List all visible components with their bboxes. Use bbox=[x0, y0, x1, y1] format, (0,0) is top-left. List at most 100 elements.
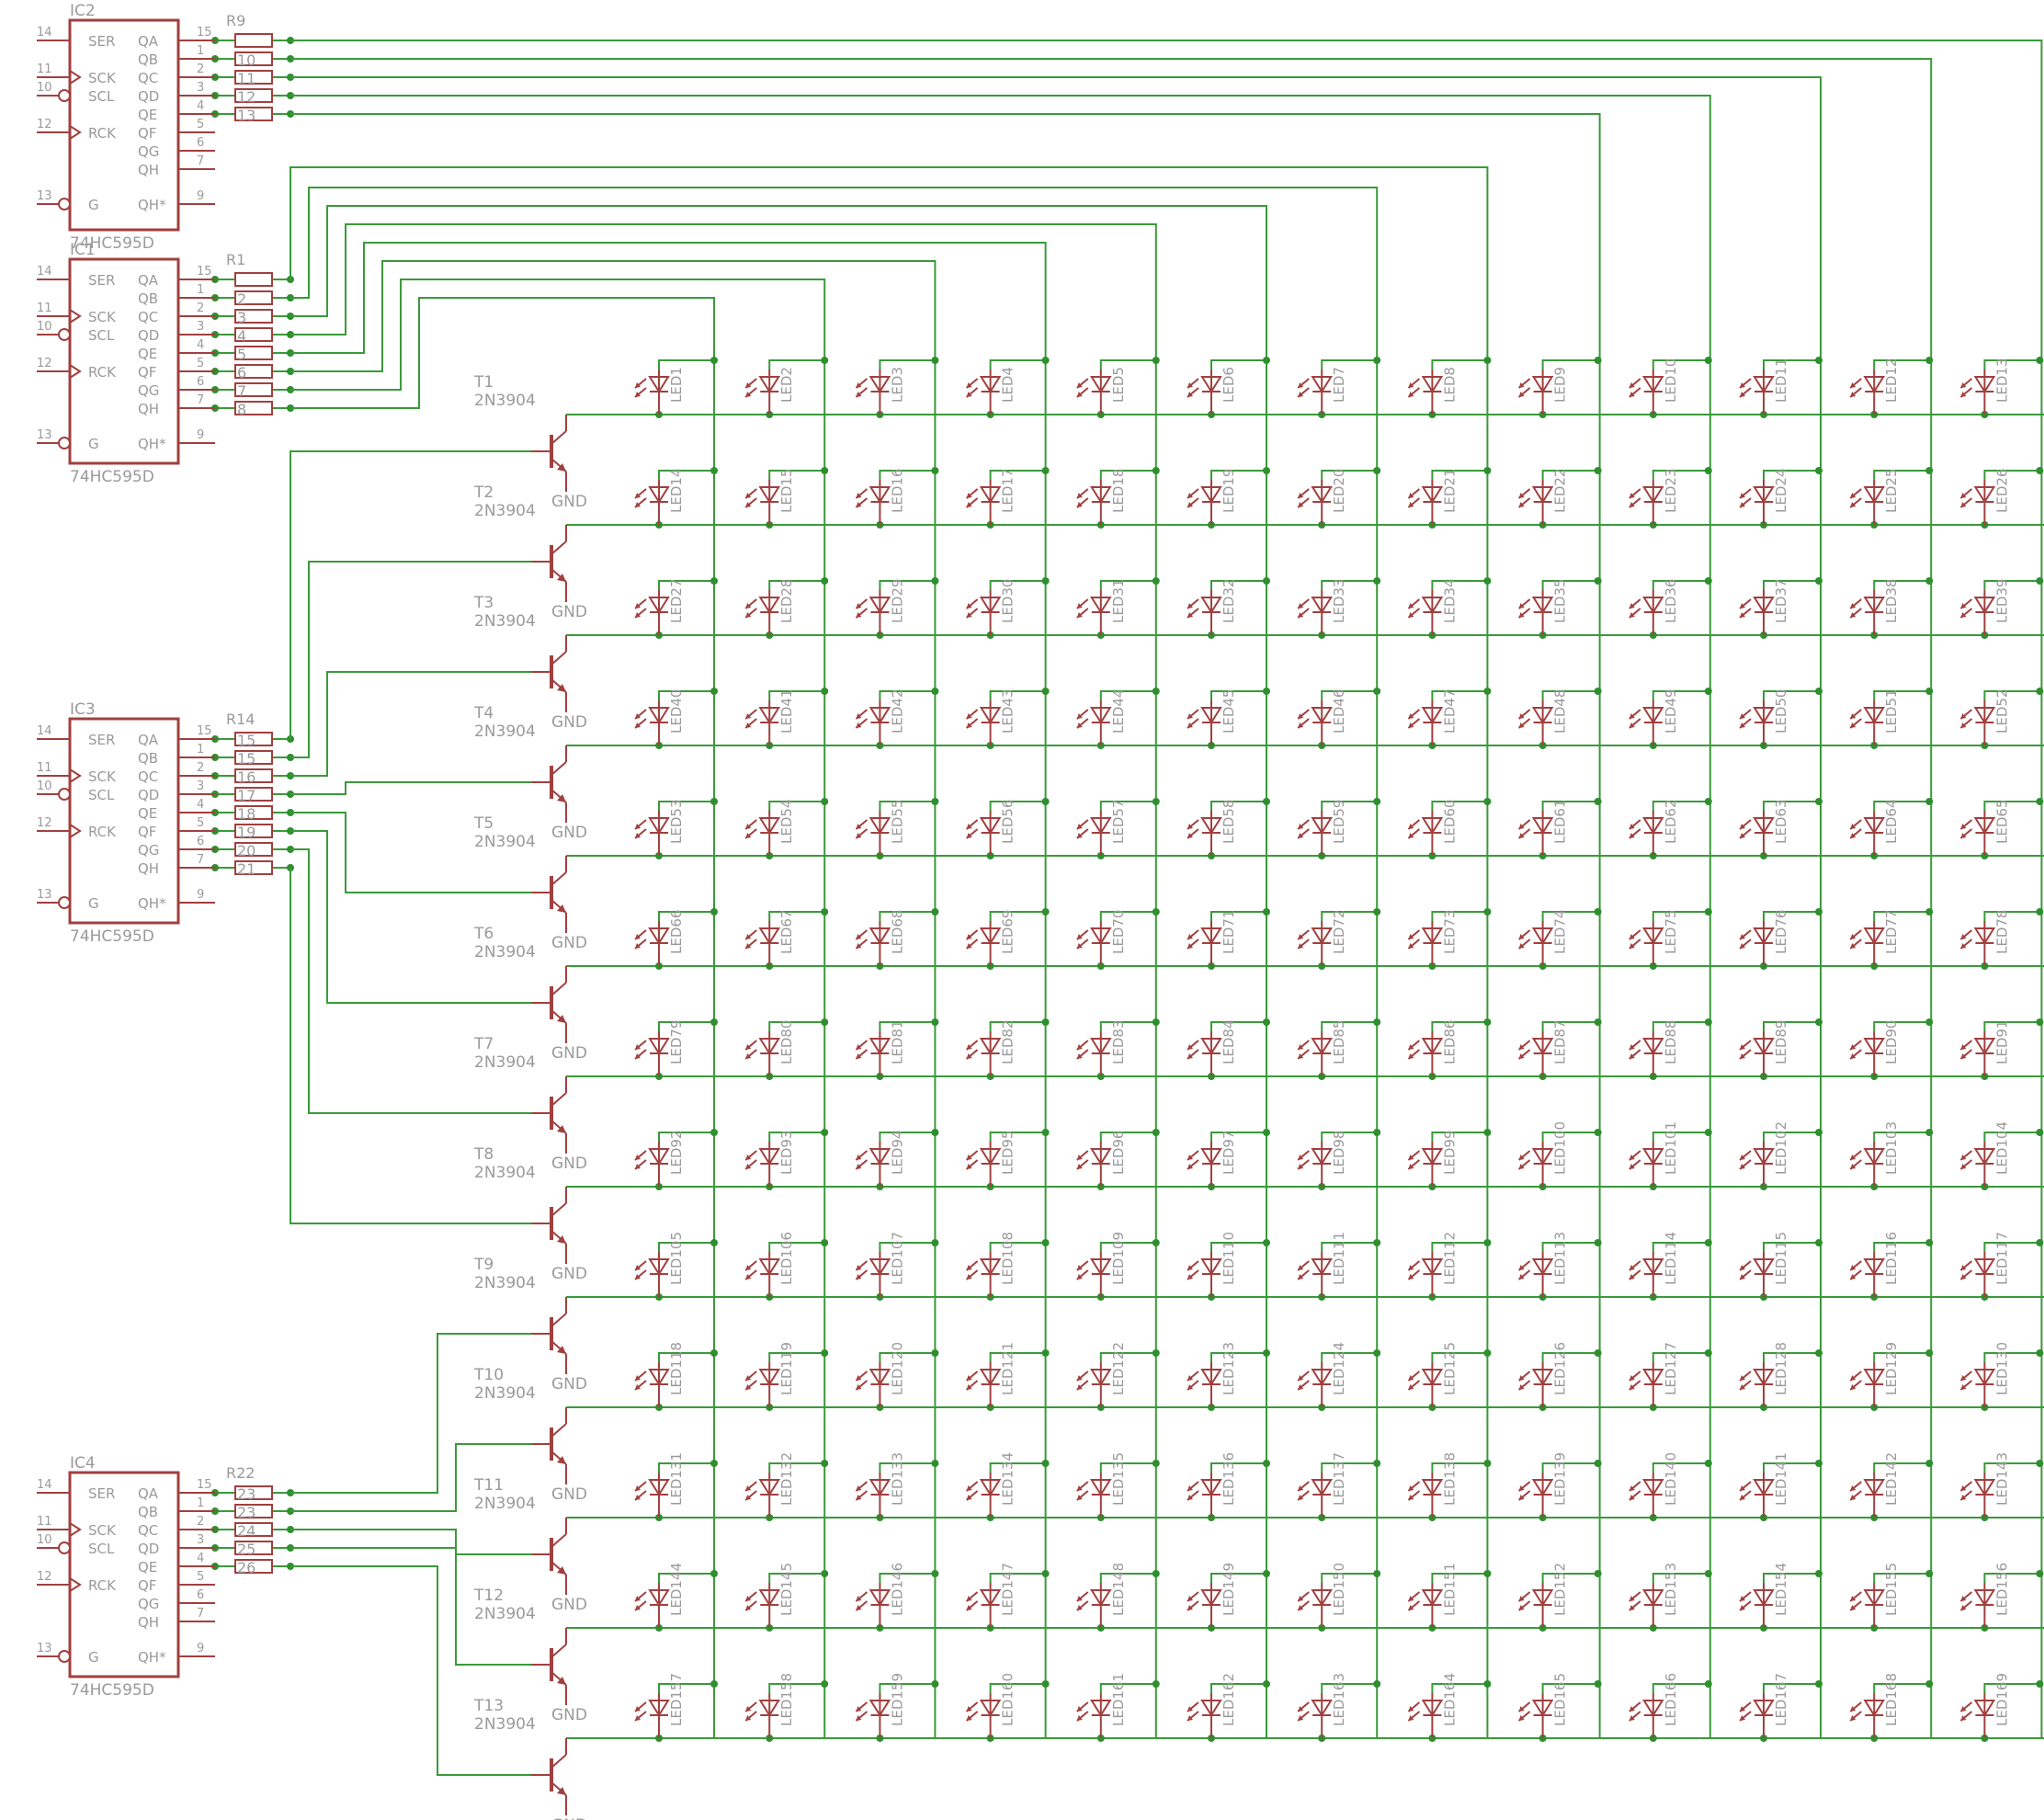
led-triangle bbox=[1200, 1589, 1222, 1607]
led bbox=[1517, 700, 1554, 745]
led-anode-wire bbox=[1099, 1352, 1156, 1362]
led-triangle bbox=[1641, 1148, 1664, 1166]
ground-label: GND bbox=[551, 1375, 587, 1393]
led-arrow-head bbox=[745, 1706, 752, 1712]
junction-dot bbox=[2036, 467, 2044, 474]
led-label: LED24 bbox=[1773, 469, 1789, 513]
junction-dot bbox=[710, 1680, 718, 1688]
led-arrow-head bbox=[635, 603, 641, 609]
pin-name: G bbox=[88, 895, 99, 912]
led-arrow-head bbox=[635, 392, 641, 397]
led-anode-wire bbox=[1873, 690, 1930, 700]
led bbox=[1297, 1252, 1334, 1297]
led-label: LED25 bbox=[1883, 469, 1900, 513]
ground-label: GND bbox=[551, 1596, 587, 1614]
led-label: LED26 bbox=[1993, 469, 2010, 513]
led-label: LED23 bbox=[1663, 469, 1679, 513]
pin-name: RCK bbox=[88, 1577, 117, 1594]
junction-dot bbox=[1483, 1349, 1492, 1357]
led-arrow-head bbox=[966, 1384, 972, 1390]
junction-dot bbox=[1925, 1129, 1934, 1136]
led bbox=[1076, 1583, 1112, 1628]
pin-number: 1 bbox=[197, 1496, 204, 1510]
clock-mark bbox=[69, 309, 82, 324]
led bbox=[1849, 700, 1886, 745]
led bbox=[634, 590, 670, 635]
led bbox=[1629, 370, 1664, 415]
junction-dot bbox=[931, 357, 939, 364]
transistor-arrow bbox=[557, 1677, 566, 1685]
led-label: LED157 bbox=[668, 1673, 685, 1726]
led-triangle bbox=[648, 817, 670, 835]
junction-dot bbox=[1815, 1129, 1823, 1136]
led-arrow-head bbox=[856, 502, 862, 507]
led-label: LED70 bbox=[1110, 910, 1127, 954]
led-triangle bbox=[1531, 927, 1554, 945]
led-arrow-head bbox=[745, 502, 752, 507]
led bbox=[855, 1693, 891, 1738]
pin-name: QD bbox=[138, 787, 159, 803]
led-arrow-head bbox=[1076, 943, 1083, 949]
led-arrow-head bbox=[1850, 1155, 1857, 1160]
led-triangle bbox=[1753, 707, 1775, 724]
inverter-bubble bbox=[58, 89, 71, 102]
led-arrow-head bbox=[1518, 1265, 1525, 1270]
led bbox=[1849, 1031, 1886, 1076]
led-triangle bbox=[1311, 1148, 1334, 1166]
led-anode-wire bbox=[1652, 911, 1709, 921]
led-arrow-head bbox=[966, 392, 972, 397]
resistor-label: 7 bbox=[237, 382, 246, 400]
led-anode-wire bbox=[1210, 359, 1266, 370]
led-label: LED153 bbox=[1663, 1563, 1679, 1616]
led-arrow-head bbox=[966, 1485, 972, 1491]
led-anode-wire bbox=[768, 580, 825, 590]
junction-dot bbox=[821, 1018, 829, 1026]
transistor-value: 2N3904 bbox=[474, 722, 536, 741]
led-anode-wire bbox=[1541, 1573, 1598, 1583]
led-triangle bbox=[1089, 1148, 1112, 1166]
led-arrow-head bbox=[966, 1265, 972, 1270]
base-wire bbox=[290, 1565, 531, 1776]
led-triangle bbox=[1089, 486, 1112, 504]
led-triangle bbox=[979, 1700, 1002, 1717]
junction-dot bbox=[1041, 1570, 1050, 1577]
led-label: LED134 bbox=[1000, 1452, 1016, 1506]
transistor-value: 2N3904 bbox=[474, 1495, 536, 1513]
transistor-value: 2N3904 bbox=[474, 1715, 536, 1734]
led-arrow-head bbox=[1298, 713, 1304, 719]
led bbox=[634, 1031, 670, 1076]
resistor-label: 23 bbox=[237, 1485, 255, 1503]
pin-name: SCK bbox=[88, 768, 117, 785]
led-anode-wire bbox=[1321, 690, 1378, 700]
base-wire bbox=[290, 830, 531, 1004]
led bbox=[1959, 1142, 1996, 1187]
led-arrow-head bbox=[1408, 1495, 1414, 1500]
led-arrow-head bbox=[1629, 603, 1635, 609]
led-anode-wire bbox=[1099, 1021, 1156, 1031]
led-label: LED4 bbox=[1000, 367, 1016, 403]
junction-dot bbox=[1373, 1129, 1381, 1136]
led-label: LED66 bbox=[668, 910, 685, 954]
led-anode-wire bbox=[768, 690, 825, 700]
wire bbox=[290, 40, 2043, 1738]
junction-dot bbox=[1925, 1018, 1934, 1026]
led-triangle bbox=[1531, 486, 1554, 504]
led-triangle bbox=[1973, 817, 1996, 835]
led-triangle bbox=[1973, 1258, 1996, 1276]
led-arrow-head bbox=[1187, 713, 1193, 719]
led-anode-wire bbox=[879, 470, 936, 480]
pin-number: 15 bbox=[197, 26, 212, 40]
resistor-label: 15 bbox=[237, 732, 255, 749]
junction-dot bbox=[821, 467, 829, 474]
led-anode-wire bbox=[1099, 690, 1156, 700]
transistor-arrow bbox=[557, 794, 566, 802]
junction-dot bbox=[1483, 1129, 1492, 1136]
led-arrow-head bbox=[856, 824, 862, 829]
led-anode-wire bbox=[1321, 1683, 1378, 1693]
led-label: LED137 bbox=[1331, 1452, 1347, 1506]
led-triangle bbox=[1200, 1258, 1222, 1276]
pin-number: 11 bbox=[37, 63, 52, 76]
led-triangle bbox=[648, 1479, 670, 1496]
led-label: LED106 bbox=[778, 1232, 795, 1285]
junction-dot bbox=[821, 357, 829, 364]
